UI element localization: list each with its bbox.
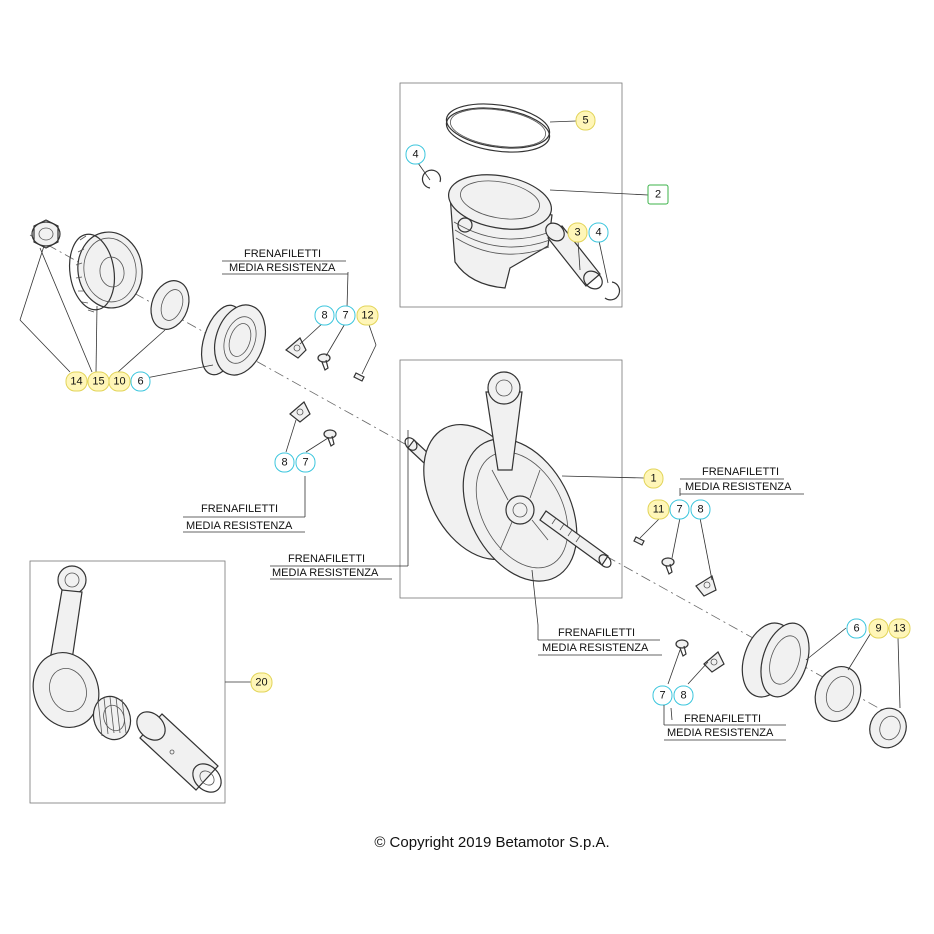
callout-11[interactable]: 11 (647, 499, 670, 520)
note-6-line-1: FRENAFILETTI (684, 713, 761, 725)
callout-2-label: 2 (655, 189, 661, 201)
callout-7-bottom[interactable]: 7 (652, 685, 673, 706)
note-3-line-2: MEDIA RESISTENZA (272, 567, 379, 579)
note-threadlocker-1: FRENAFILETTI MEDIA RESISTENZA (222, 248, 348, 275)
callout-5-label: 5 (582, 115, 588, 127)
callout-10-label: 10 (113, 376, 125, 388)
callout-12[interactable]: 12 (356, 305, 379, 326)
piston-kit-frame (399, 82, 623, 308)
callout-8-lower[interactable]: 8 (274, 452, 295, 473)
screw-upper (317, 353, 331, 371)
callout-8-right[interactable]: 8 (690, 499, 711, 520)
note-threadlocker-5: FRENAFILETTI MEDIA RESISTENZA (537, 625, 662, 656)
circlip-right (604, 281, 621, 301)
callout-13-label: 13 (893, 623, 905, 635)
spacer-ring-right (869, 707, 907, 749)
callout-14-label: 14 (70, 376, 82, 388)
callout-9[interactable]: 9 (868, 618, 889, 639)
retaining-plate-right-upper (695, 575, 717, 597)
retaining-plate-lower (289, 401, 311, 423)
note-4-line-2: MEDIA RESISTENZA (685, 481, 792, 493)
callout-11-label: 11 (653, 504, 664, 516)
callout-7-lower-label: 7 (302, 457, 308, 469)
crankshaft-frame (399, 359, 623, 599)
screw-right-lower (675, 639, 689, 657)
piston-ring (445, 103, 551, 153)
callout-3[interactable]: 3 (567, 222, 588, 243)
callout-12-label: 12 (361, 310, 373, 322)
callout-4-pin-label: 4 (595, 227, 601, 239)
callout-13[interactable]: 13 (888, 618, 911, 639)
piston (447, 174, 553, 289)
retaining-plate-right-lower (703, 651, 725, 673)
oil-seal-right (814, 666, 862, 722)
note-threadlocker-3: FRENAFILETTI MEDIA RESISTENZA (270, 553, 408, 580)
main-bearing-left (200, 304, 266, 376)
note-6-line-2: MEDIA RESISTENZA (667, 727, 774, 739)
note-1-line-1: FRENAFILETTI (244, 248, 321, 260)
screw-lower (323, 429, 337, 447)
callout-9-label: 9 (875, 623, 881, 635)
callout-8-bottom[interactable]: 8 (673, 685, 694, 706)
note-2-line-2: MEDIA RESISTENZA (186, 520, 293, 532)
crankshaft-assembly (404, 371, 612, 582)
callout-20-label: 20 (255, 677, 267, 689)
callout-7-lower[interactable]: 7 (295, 452, 316, 473)
note-4-line-1: FRENAFILETTI (702, 466, 779, 478)
connecting-rod (32, 565, 100, 728)
callout-6-right-label: 6 (853, 623, 859, 635)
needle-roller-cage (92, 695, 132, 741)
callout-7-right-label: 7 (676, 504, 682, 516)
callout-15[interactable]: 15 (87, 371, 110, 392)
callout-2[interactable]: 2 (647, 184, 669, 205)
callout-8-upper-label: 8 (321, 310, 327, 322)
main-bearing-right (741, 622, 810, 698)
note-threadlocker-6: FRENAFILETTI MEDIA RESISTENZA (663, 705, 786, 741)
callout-6-left[interactable]: 6 (130, 371, 151, 392)
dowel-pin-upper (353, 372, 365, 382)
note-3-line-1: FRENAFILETTI (288, 553, 365, 565)
callout-1-label: 1 (650, 473, 656, 485)
screw-right-upper (661, 557, 675, 575)
dowel-pin-right (633, 536, 645, 546)
note-threadlocker-2: FRENAFILETTI MEDIA RESISTENZA (183, 492, 306, 533)
note-5-line-2: MEDIA RESISTENZA (542, 642, 649, 654)
callout-3-label: 3 (574, 227, 580, 239)
callout-4-top-label: 4 (412, 149, 418, 161)
callout-6-left-label: 6 (137, 376, 143, 388)
primary-gear (68, 231, 143, 313)
circlip-left (421, 169, 442, 189)
note-5-line-1: FRENAFILETTI (558, 627, 635, 639)
copyright-notice: © Copyright 2019 Betamotor S.p.A. (374, 834, 609, 851)
callout-8-upper[interactable]: 8 (314, 305, 335, 326)
note-threadlocker-4: FRENAFILETTI MEDIA RESISTENZA (680, 466, 804, 495)
callout-6-right[interactable]: 6 (846, 618, 867, 639)
callout-4-top[interactable]: 4 (405, 144, 426, 165)
callout-7-right[interactable]: 7 (669, 499, 690, 520)
callout-4-pin[interactable]: 4 (588, 222, 609, 243)
note-1-line-2: MEDIA RESISTENZA (229, 262, 336, 274)
callout-14[interactable]: 14 (65, 371, 88, 392)
callout-5[interactable]: 5 (575, 110, 596, 131)
crankshaft-nut (31, 219, 61, 249)
callout-1[interactable]: 1 (643, 468, 664, 489)
crank-pin (136, 711, 222, 793)
oil-seal-left (150, 280, 190, 330)
callout-8-lower-label: 8 (281, 457, 287, 469)
callout-8-bottom-label: 8 (680, 690, 686, 702)
callout-20[interactable]: 20 (250, 672, 273, 693)
callout-10[interactable]: 10 (108, 371, 131, 392)
callout-8-right-label: 8 (697, 504, 703, 516)
callout-7-upper-label: 7 (342, 310, 348, 322)
leader-lines (19, 120, 901, 721)
piston-pin (545, 222, 603, 290)
callout-7-upper[interactable]: 7 (335, 305, 356, 326)
note-2-line-1: FRENAFILETTI (201, 503, 278, 515)
callout-15-label: 15 (92, 376, 104, 388)
callout-7-bottom-label: 7 (659, 690, 665, 702)
